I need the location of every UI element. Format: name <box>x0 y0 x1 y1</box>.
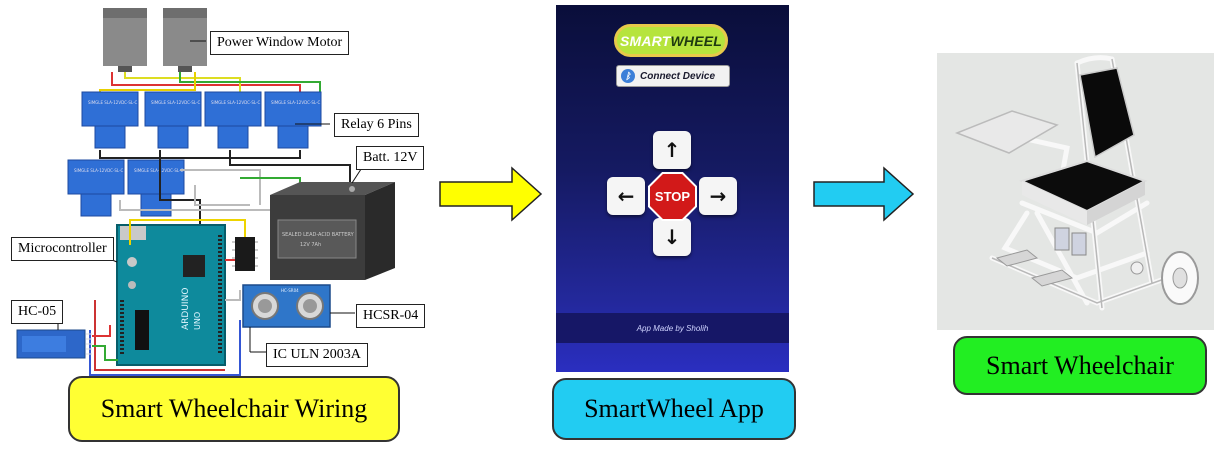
arrow-down-icon: ↓ <box>663 225 681 249</box>
arrow-right-icon: → <box>709 184 727 208</box>
arrow-right-button[interactable]: → <box>699 177 737 215</box>
wheelchair-render <box>937 53 1214 330</box>
stop-button[interactable] <box>648 172 697 221</box>
wheelchair-illustration <box>954 55 1199 311</box>
motor-right <box>163 8 207 72</box>
svg-text:SEALED LEAD-ACID BATTERY: SEALED LEAD-ACID BATTERY <box>282 232 355 238</box>
connect-device-button[interactable]: ᛒ Connect Device <box>616 65 730 87</box>
hc05-label: HC-05 <box>11 300 64 324</box>
relay-label: Relay 6 Pins <box>334 113 419 137</box>
arrow-right-icon <box>439 166 543 222</box>
battery-label: Batt. 12V <box>356 146 425 170</box>
svg-text:12V 7Ah: 12V 7Ah <box>300 242 321 248</box>
power-window-motor-label: Power Window Motor <box>210 31 350 55</box>
arrow-down-button[interactable]: ↓ <box>653 218 691 256</box>
svg-text:SIMGLE SLA-12VDC-SL-C: SIMGLE SLA-12VDC-SL-C <box>88 100 138 105</box>
svg-text:HC-SR04: HC-SR04 <box>281 288 299 293</box>
ic-uln2003a-label: IC ULN 2003A <box>266 343 368 367</box>
wiring-diagram: SIMGLE SLA-12VDC-SL-C SIMGLE SLA-12VDC-S… <box>0 0 440 446</box>
svg-text:SIMGLE SLA-12VDC-SL-C: SIMGLE SLA-12VDC-SL-C <box>211 100 261 105</box>
arrow-left-icon: ← <box>617 184 635 208</box>
svg-text:ARDUINO: ARDUINO <box>181 288 191 330</box>
bluetooth-icon: ᛒ <box>621 69 635 83</box>
app-caption: SmartWheel App <box>552 378 796 440</box>
svg-text:SIMGLE SLA-12VDC-SL-C: SIMGLE SLA-12VDC-SL-C <box>74 168 124 173</box>
arrow-up-button[interactable]: ↑ <box>653 131 691 169</box>
svg-text:SIMGLE SLA-12VDC-SL-C: SIMGLE SLA-12VDC-SL-C <box>271 100 321 105</box>
app-footer: App Made by Sholih <box>556 313 789 343</box>
svg-text:SIMGLE SLA-12VDC-SL-C: SIMGLE SLA-12VDC-SL-C <box>151 100 201 105</box>
svg-text:UNO: UNO <box>193 312 202 330</box>
wiring-illustration: SIMGLE SLA-12VDC-SL-C SIMGLE SLA-12VDC-S… <box>16 8 395 376</box>
logo-smart-text: SMART <box>619 32 671 49</box>
wheelchair-caption: Smart Wheelchair <box>953 336 1207 395</box>
hcsr04-label: HCSR-04 <box>356 304 426 328</box>
arrow-left-button[interactable]: ← <box>607 177 645 215</box>
svg-text:SIMGLE SLA-12VDC-SL-C: SIMGLE SLA-12VDC-SL-C <box>134 168 184 173</box>
connect-device-label: Connect Device <box>640 70 716 82</box>
logo-wheel-text: WHEEL <box>670 32 723 49</box>
motor-left <box>103 8 147 72</box>
microcontroller-label: Microcontroller <box>11 237 114 261</box>
arrow-right-icon <box>813 166 915 222</box>
arrow-up-icon: ↑ <box>663 138 681 162</box>
stop-label: STOP <box>654 189 691 204</box>
wiring-caption: Smart Wheelchair Wiring <box>68 376 400 442</box>
